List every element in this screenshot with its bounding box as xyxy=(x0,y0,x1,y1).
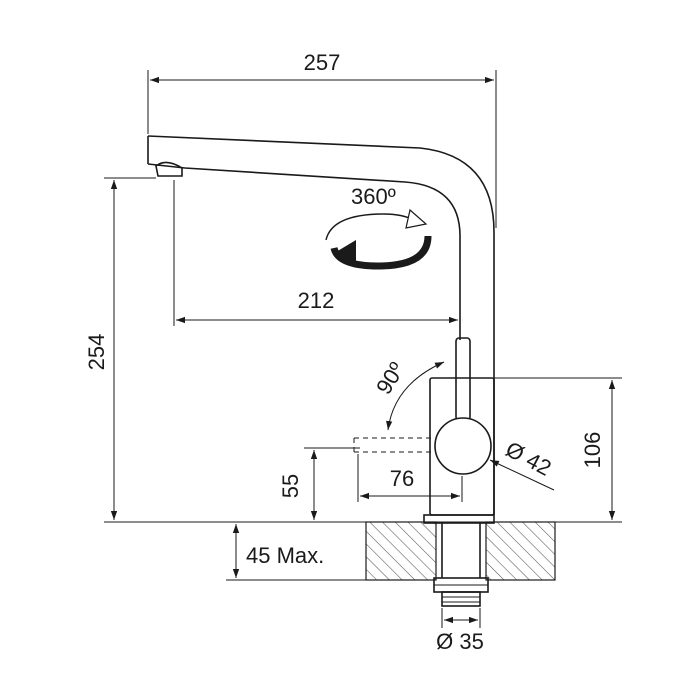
rotation-arrow-back xyxy=(325,213,415,241)
dim-lever-height: 55 xyxy=(278,447,360,520)
countertop-left-section xyxy=(365,521,437,581)
dim-total-width: 257 xyxy=(147,50,497,228)
rotation-label: 360º xyxy=(351,184,396,209)
spout-outer-contour xyxy=(147,135,495,515)
lever-angle-label: 90º xyxy=(371,358,409,399)
countertop-right-section xyxy=(485,521,556,581)
faucet-body xyxy=(147,135,495,516)
body-cylinder xyxy=(429,377,495,516)
dim-body-height: 106 xyxy=(494,377,622,523)
mounting-shank xyxy=(423,514,495,607)
dim-body-diameter: Ø 42 xyxy=(489,436,556,491)
dim-total-width-label: 257 xyxy=(304,50,341,75)
dim-lever-length: 76 xyxy=(357,454,463,502)
dim-lever-length-label: 76 xyxy=(390,466,414,491)
dim-body-height-label: 106 xyxy=(580,432,605,469)
dim-spout-reach: 212 xyxy=(173,180,461,326)
dim-body-diameter-label: Ø 42 xyxy=(502,436,556,480)
rotation-arrow-front-head xyxy=(336,240,356,266)
countertop xyxy=(365,521,556,581)
rotation-arrow-front xyxy=(330,235,432,270)
rotation-indicator: 360º xyxy=(325,184,432,270)
dim-spout-reach-label: 212 xyxy=(298,288,335,313)
lever-knob xyxy=(434,417,492,475)
aerator xyxy=(155,161,183,177)
spout-inner-contour xyxy=(147,163,461,340)
lever-angle-indicator: 90º xyxy=(371,358,445,431)
shank-thread xyxy=(441,591,481,607)
dim-max-thickness-label: 45 Max. xyxy=(246,543,324,568)
lever-handle xyxy=(455,337,471,421)
dim-lever-height-label: 55 xyxy=(278,474,303,498)
lever-angle-arc xyxy=(386,361,445,431)
dim-hole-diameter-label: Ø 35 xyxy=(436,629,484,654)
rotation-arrow-back-head xyxy=(405,208,428,229)
dim-max-thickness: 45 Max. xyxy=(226,524,366,581)
dim-total-height: 254 xyxy=(84,177,366,523)
dim-hole-diameter: Ø 35 xyxy=(436,608,484,654)
dim-total-height-label: 254 xyxy=(84,334,109,371)
